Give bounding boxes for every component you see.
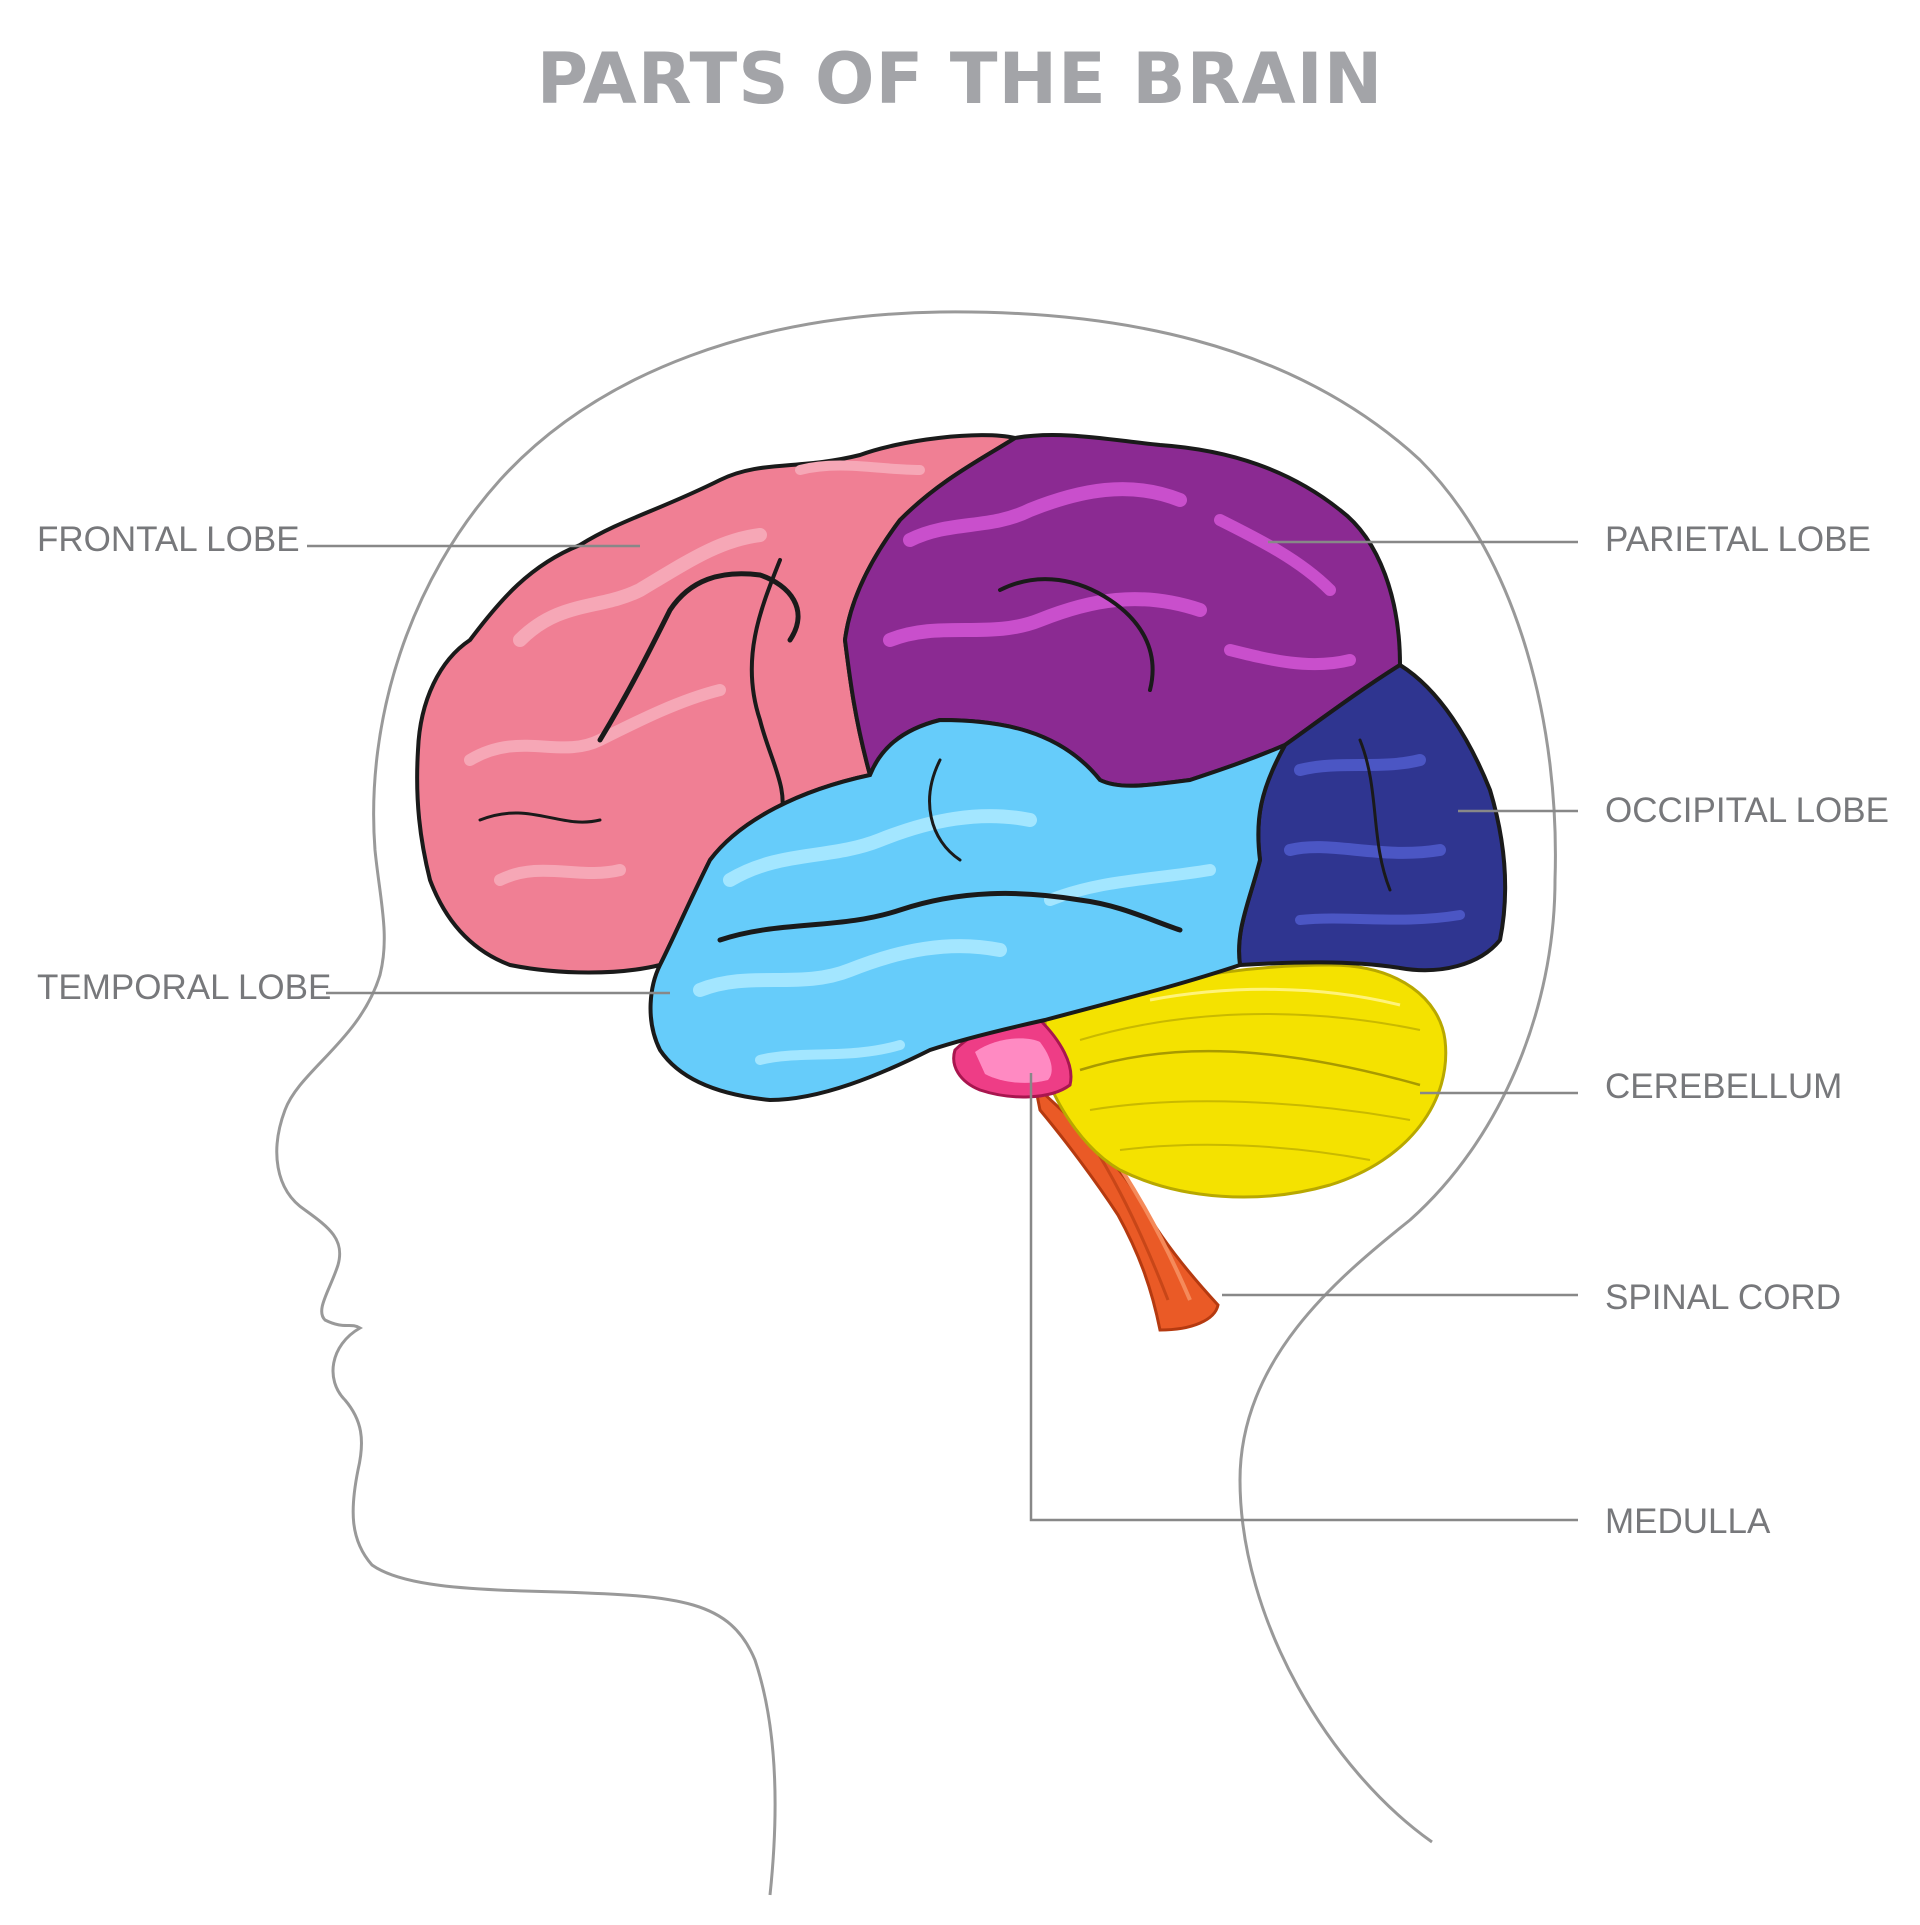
frontal-lobe <box>415 433 1021 975</box>
leader-line-medulla <box>1029 1073 1578 1522</box>
page-title: PARTS OF THE BRAIN <box>536 38 1384 120</box>
label-spinal-cord: SPINAL CORD <box>1605 1278 1841 1317</box>
head-silhouette-icon <box>275 310 1557 1896</box>
cerebellum <box>1043 963 1448 1199</box>
leader-lines <box>307 540 1578 1522</box>
medulla <box>952 1017 1073 1099</box>
temporal-lobe <box>648 717 1290 1103</box>
label-medulla: MEDULLA <box>1605 1502 1771 1541</box>
label-frontal-lobe: FRONTAL LOBE <box>37 520 300 559</box>
label-parietal-lobe: PARIETAL LOBE <box>1605 520 1871 559</box>
label-temporal-lobe: TEMPORAL LOBE <box>37 968 332 1007</box>
label-cerebellum: CEREBELLUM <box>1605 1067 1843 1106</box>
parietal-lobe <box>842 433 1403 788</box>
label-occipital-lobe: OCCIPITAL LOBE <box>1605 791 1889 830</box>
